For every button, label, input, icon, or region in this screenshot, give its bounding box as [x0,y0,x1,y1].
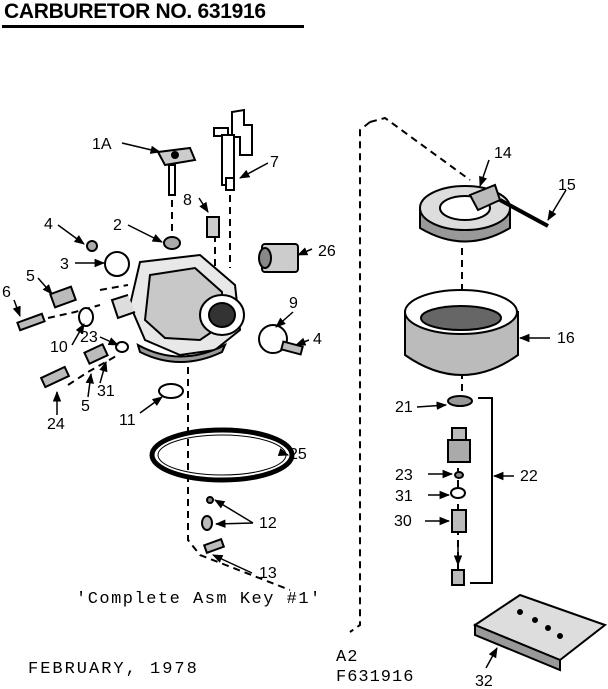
callout-21: 21 [395,399,413,416]
throttle-lever [156,146,197,196]
reference-code-a2: A2 [336,648,359,667]
needle-valve-parts [447,395,473,586]
callout-5-lower: 5 [81,398,90,415]
callout-30: 30 [394,513,412,530]
diagram-title: CARBURETOR NO. 631916 [4,0,266,23]
small-parts-left [16,216,304,555]
callout-3: 3 [60,256,69,273]
callout-31-right: 31 [395,488,413,505]
callout-10: 10 [50,339,68,356]
callout-2: 2 [113,217,122,234]
callout-14: 14 [494,145,512,162]
callout-labels: 1A 7 8 2 4 3 5 6 26 9 4 10 23 31 5 24 11… [2,136,576,689]
title-underline [2,25,304,28]
float-bowl [404,289,519,376]
assembly-dashed-lines [47,116,471,633]
diagram-date: FEBRUARY, 1978 [28,660,199,679]
bowl-cover [419,183,549,243]
bracket-22 [470,397,493,584]
callout-8: 8 [183,192,192,209]
callout-4-left: 4 [44,216,53,233]
callout-4-right: 4 [313,331,322,348]
callout-7: 7 [270,154,279,171]
callout-31-left: 31 [97,383,115,400]
callout-25: 25 [289,446,307,463]
callout-32: 32 [475,673,493,689]
callout-9: 9 [289,295,298,312]
reference-code-part: F631916 [336,668,415,687]
callout-23-right: 23 [395,467,413,484]
callout-6: 6 [2,284,11,301]
callout-13: 13 [259,565,277,582]
callout-23-left: 23 [80,329,98,346]
callout-11: 11 [119,412,136,429]
callout-1a: 1A [92,136,112,153]
float-bowl-gasket [149,427,295,483]
callout-24: 24 [47,416,65,433]
governor-link [213,108,253,191]
leader-lines-12 [214,499,254,528]
callout-16: 16 [557,330,575,347]
carburetor-body [110,253,245,363]
complete-assembly-caption: 'Complete Asm Key #1' [76,590,322,609]
callout-22: 22 [520,468,538,485]
callout-5-upper: 5 [26,268,35,285]
leader-lines [12,142,567,669]
callout-15: 15 [558,177,576,194]
callout-26: 26 [318,243,336,260]
callout-12: 12 [259,515,277,532]
gasket-kit-card [472,593,608,672]
